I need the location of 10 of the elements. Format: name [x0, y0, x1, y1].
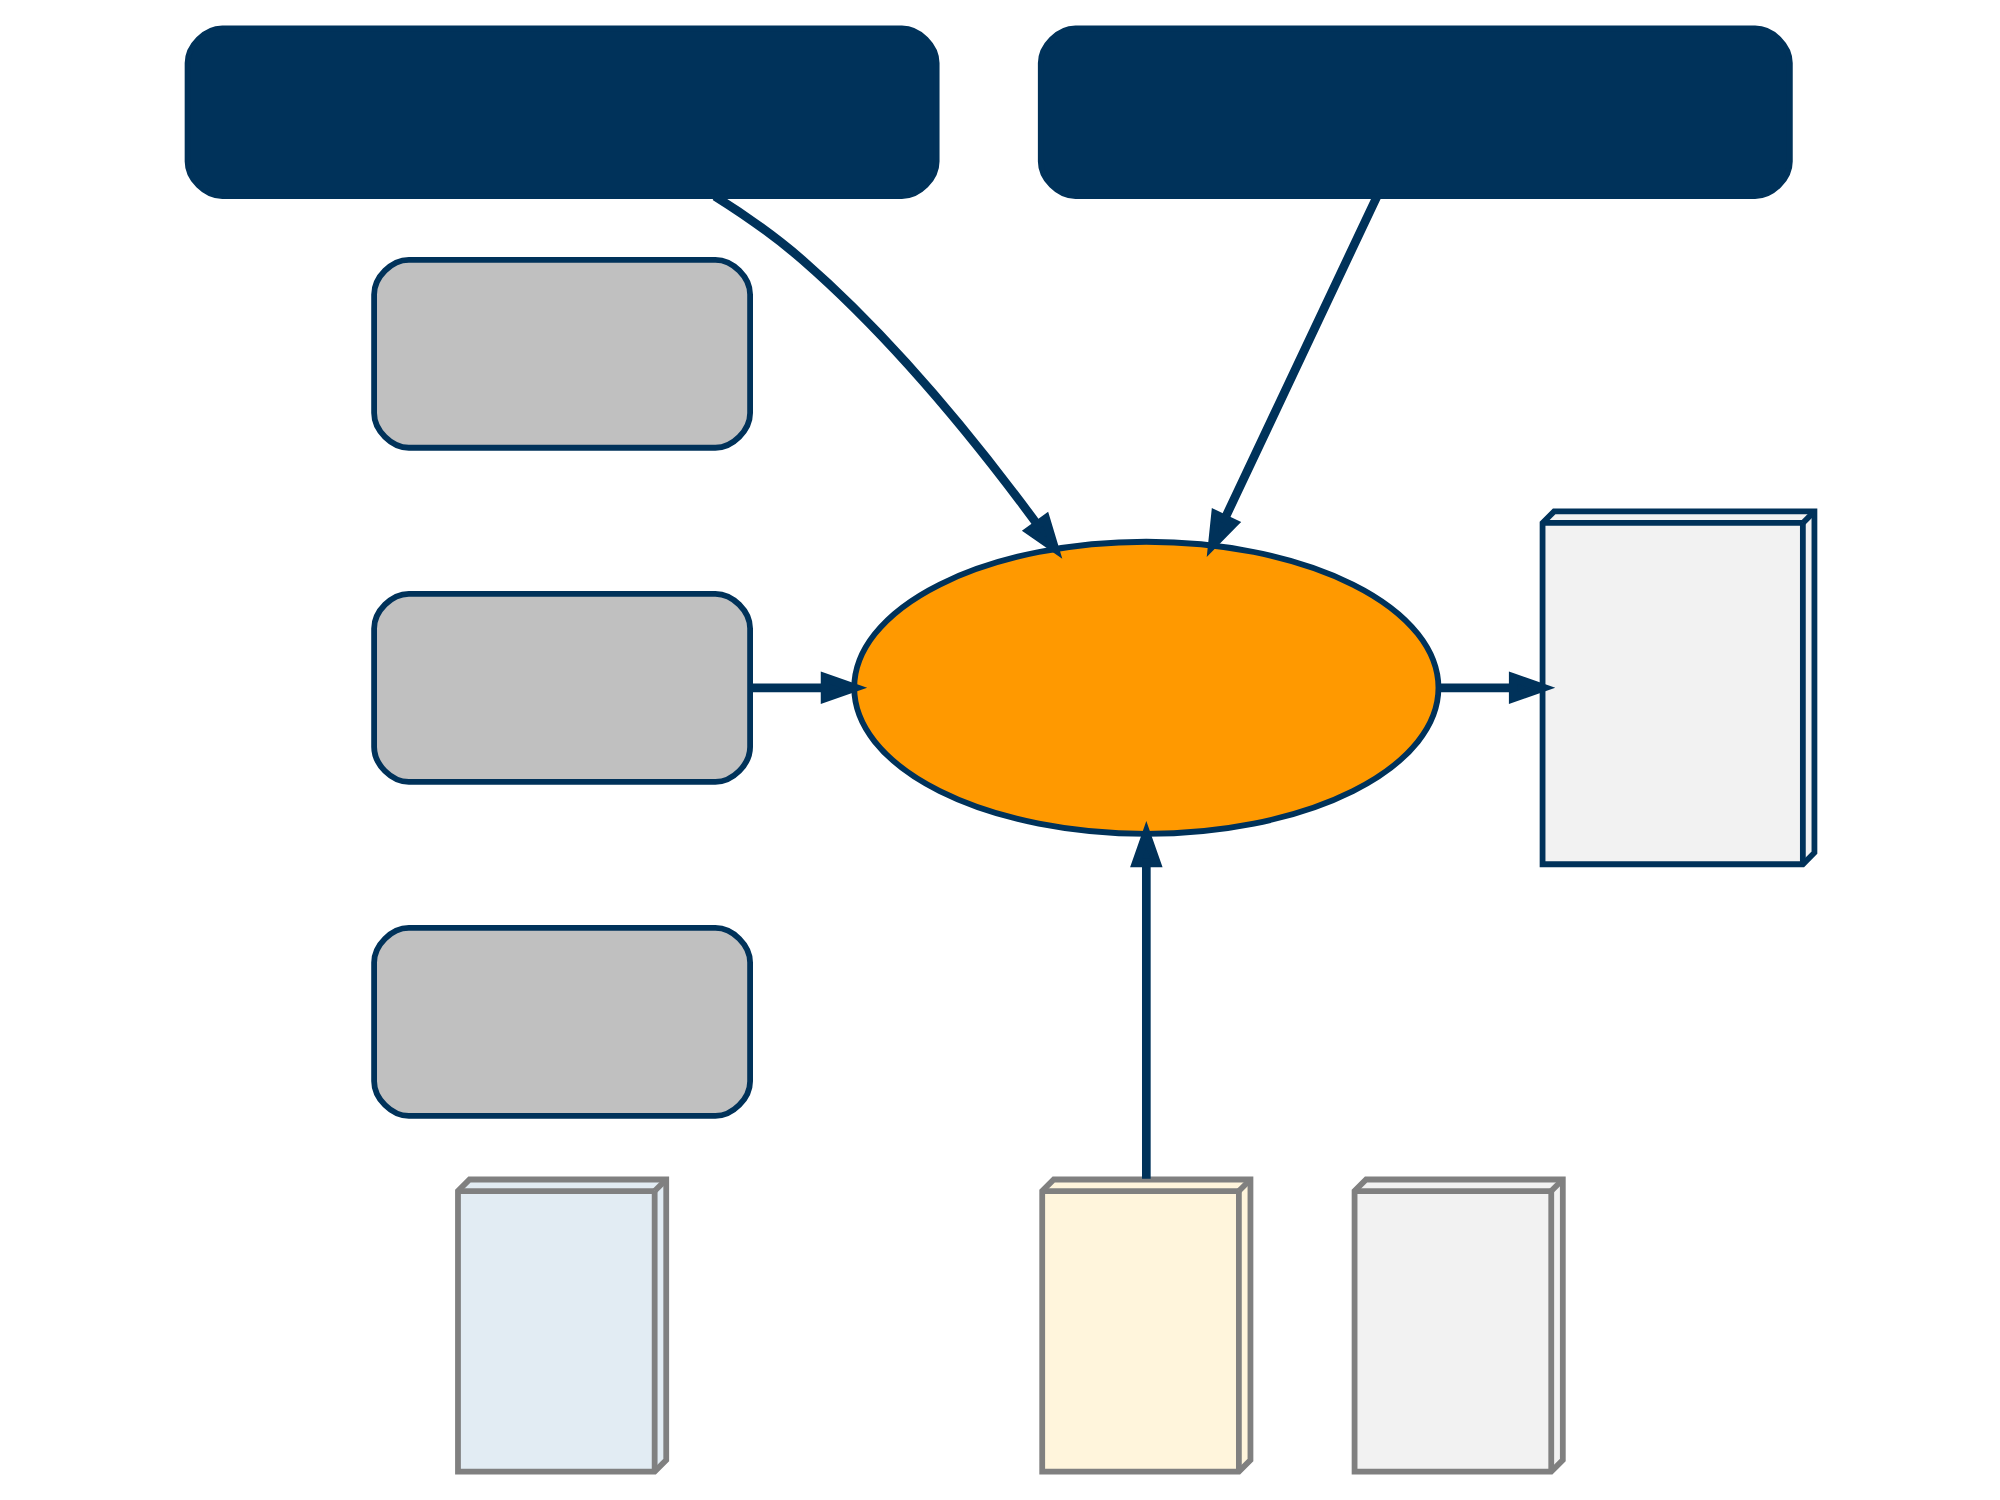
node-box	[183, 25, 939, 200]
node-box	[370, 925, 752, 1119]
arrow	[1129, 820, 1162, 1179]
arrow	[1205, 194, 1380, 557]
node-ellipse	[850, 538, 1441, 837]
node-box	[370, 590, 752, 785]
node-box	[1036, 25, 1792, 200]
node-box	[370, 256, 752, 451]
arrow	[1438, 671, 1555, 705]
arrow	[749, 671, 867, 705]
